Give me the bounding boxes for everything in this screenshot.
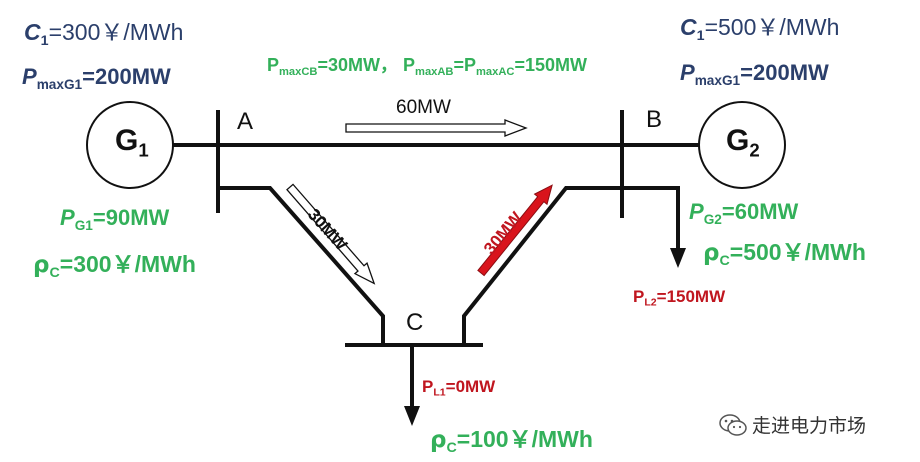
node-b-pl-value: =150MW bbox=[656, 287, 726, 306]
g2-cost-subscript: 1 bbox=[696, 27, 705, 44]
watermark-text: 走进电力市场 bbox=[752, 416, 867, 437]
node-a-rho-subscript: C bbox=[49, 264, 60, 281]
line-ac bbox=[218, 186, 385, 343]
g1-pmax-subscript: maxG1 bbox=[36, 76, 83, 92]
flow-ab-label: 60MW bbox=[396, 97, 451, 118]
wechat-icon bbox=[719, 414, 747, 436]
node-b-rho-subscript: C bbox=[719, 252, 730, 269]
g2-letter: G bbox=[726, 124, 750, 157]
node-b-pl-symbol: P bbox=[633, 287, 645, 306]
node-b-pl: PL2=150MW bbox=[633, 287, 725, 309]
g1-pmax: PmaxG1=200MW bbox=[22, 64, 171, 92]
g1-cost: C1=300￥/MWh bbox=[24, 13, 183, 49]
limit-cb-subscript: maxCB bbox=[279, 65, 318, 78]
node-c-pl-value: =0MW bbox=[445, 377, 496, 396]
g2-cost-symbol: C bbox=[680, 14, 697, 40]
g1-pmax-symbol: P bbox=[22, 64, 37, 89]
node-b-rho-symbol: ρ bbox=[703, 240, 720, 266]
node-a-pg-value: =90MW bbox=[92, 205, 170, 230]
g1-pmax-value: =200MW bbox=[82, 64, 171, 89]
flow-ac-arrow bbox=[286, 183, 376, 285]
load-b-arrowhead bbox=[670, 248, 686, 268]
g2-subscript: 2 bbox=[749, 139, 760, 161]
g2-pmax-subscript: maxG1 bbox=[694, 72, 741, 88]
node-c-pl-symbol: P bbox=[422, 377, 434, 396]
limit-ab-symbol: P bbox=[403, 55, 416, 75]
node-c-pl: PL1=0MW bbox=[422, 377, 495, 399]
g2-pmax: PmaxG1=200MW bbox=[680, 60, 829, 88]
flow-ab-arrow bbox=[345, 119, 528, 137]
node-b-pg-symbol: P bbox=[689, 199, 704, 224]
g2-cost-value: =500￥/MWh bbox=[704, 14, 840, 40]
limit-ac-subscript: maxAC bbox=[476, 65, 515, 78]
limit-cb-value: =30MW， bbox=[317, 55, 398, 75]
g1-subscript: 1 bbox=[138, 139, 149, 161]
node-c-rho-symbol: ρ bbox=[430, 427, 447, 453]
g1-cost-value: =300￥/MWh bbox=[48, 19, 184, 45]
node-b-pg-value: =60MW bbox=[721, 199, 799, 224]
g2-pmax-value: =200MW bbox=[740, 60, 829, 85]
node-c-rho: ρC=100￥/MWh bbox=[430, 420, 593, 456]
g2-label: G2 bbox=[726, 124, 760, 162]
node-b-rho-value: =500￥/MWh bbox=[729, 239, 866, 265]
bus-a-label: A bbox=[237, 108, 254, 135]
line-limits: PmaxCB=30MW， PmaxAB=PmaxAC=150MW bbox=[267, 51, 587, 78]
limit-cb-symbol: P bbox=[267, 55, 280, 75]
g1-cost-symbol: C bbox=[24, 19, 41, 45]
node-b-rho: ρC=500￥/MWh bbox=[703, 233, 866, 269]
node-a-rho-symbol: ρ bbox=[33, 252, 50, 278]
g1-cost-subscript: 1 bbox=[40, 32, 49, 49]
limit-ab-subscript: maxAB bbox=[415, 65, 454, 78]
load-c-arrowhead bbox=[404, 406, 420, 426]
node-c-pl-subscript: L1 bbox=[433, 386, 446, 399]
node-b-pl-subscript: L2 bbox=[644, 296, 657, 309]
node-a-pg-symbol: P bbox=[60, 205, 75, 230]
g1-label: G1 bbox=[115, 124, 149, 162]
node-a-rho: ρC=300￥/MWh bbox=[33, 245, 196, 281]
limit-ac-value: =150MW bbox=[514, 55, 587, 75]
g2-cost: C1=500￥/MWh bbox=[680, 8, 839, 44]
watermark: 走进电力市场 bbox=[718, 411, 866, 438]
load-b-line bbox=[622, 186, 680, 250]
node-b-pg-subscript: G2 bbox=[703, 211, 722, 227]
line-bc bbox=[462, 186, 622, 343]
node-c-rho-subscript: C bbox=[446, 439, 457, 456]
bus-c-label: C bbox=[406, 309, 424, 336]
node-b-pg: PG2=60MW bbox=[689, 199, 798, 227]
node-a-rho-value: =300￥/MWh bbox=[59, 251, 196, 277]
flow-bc-arrow bbox=[477, 184, 553, 277]
bus-b-label: B bbox=[646, 106, 663, 133]
limit-ac-symbol: P bbox=[464, 55, 477, 75]
g1-letter: G bbox=[115, 124, 139, 157]
node-c-rho-value: =100￥/MWh bbox=[456, 426, 593, 452]
limit-ab-equals: = bbox=[453, 55, 464, 75]
g2-pmax-symbol: P bbox=[680, 60, 695, 85]
node-a-pg: PG1=90MW bbox=[60, 205, 169, 233]
node-a-pg-subscript: G1 bbox=[74, 217, 93, 233]
